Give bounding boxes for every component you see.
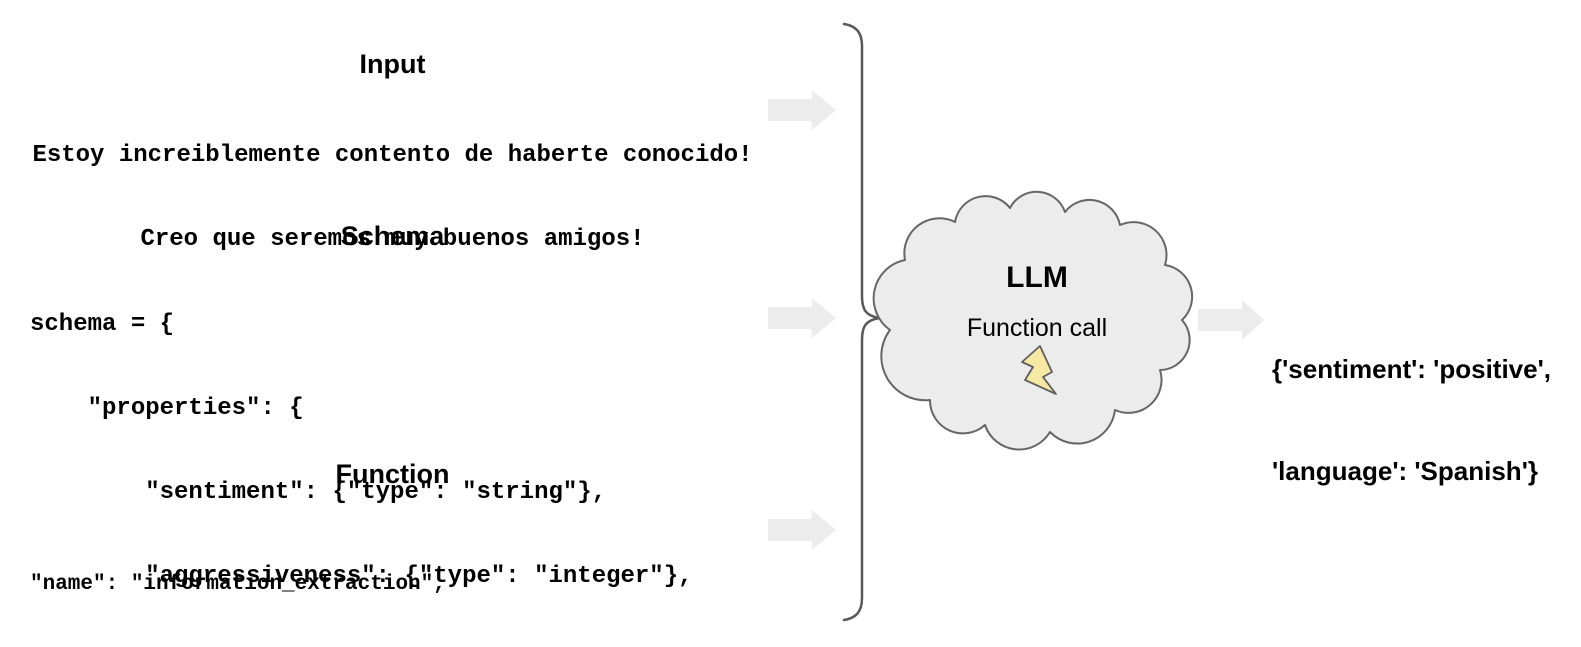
input-title: Input (359, 49, 426, 79)
llm-label: LLM (1006, 261, 1068, 294)
schema-code-line-2: "properties": { (30, 395, 304, 422)
input-section: Input Estoy increiblemente contento de h… (25, 48, 760, 310)
schema-arrow-icon (768, 298, 836, 338)
output-arrow-icon (1198, 300, 1264, 340)
schema-title: Schema (340, 221, 445, 251)
llm-cloud-shape (873, 191, 1193, 450)
input-arrow-icon (768, 90, 836, 130)
lightning-bolt-outline (1021, 345, 1057, 395)
llm-cloud-outline (872, 190, 1194, 451)
function-call-label: Function call (966, 314, 1108, 342)
function-arrow-icon (768, 510, 836, 550)
function-section: Function "name": "information_extraction… (25, 458, 760, 647)
function-code-line-1: "name": "information_extraction", (30, 573, 446, 596)
input-text-line-1: Estoy increiblemente contento de haberte… (32, 142, 753, 169)
schema-code-line-3: "sentiment": {"type": "string"}, (30, 479, 607, 506)
curly-brace-icon (842, 22, 881, 622)
schema-code-line-4: "aggressiveness": {"type": "integer"}, (30, 563, 693, 590)
schema-section: Schema schema = { "properties": { "senti… (25, 220, 760, 647)
schema-code-line-1: schema = { (30, 311, 175, 338)
output-text-line-1: {'sentiment': 'positive', (1272, 354, 1552, 384)
output-result: {'sentiment': 'positive', 'language': 'S… (1272, 284, 1551, 556)
output-text-line-2: 'language': 'Spanish'} (1272, 456, 1538, 486)
input-text-line-2: Creo que seremos muy buenos amigos! (140, 226, 645, 253)
function-title: Function (335, 459, 450, 489)
